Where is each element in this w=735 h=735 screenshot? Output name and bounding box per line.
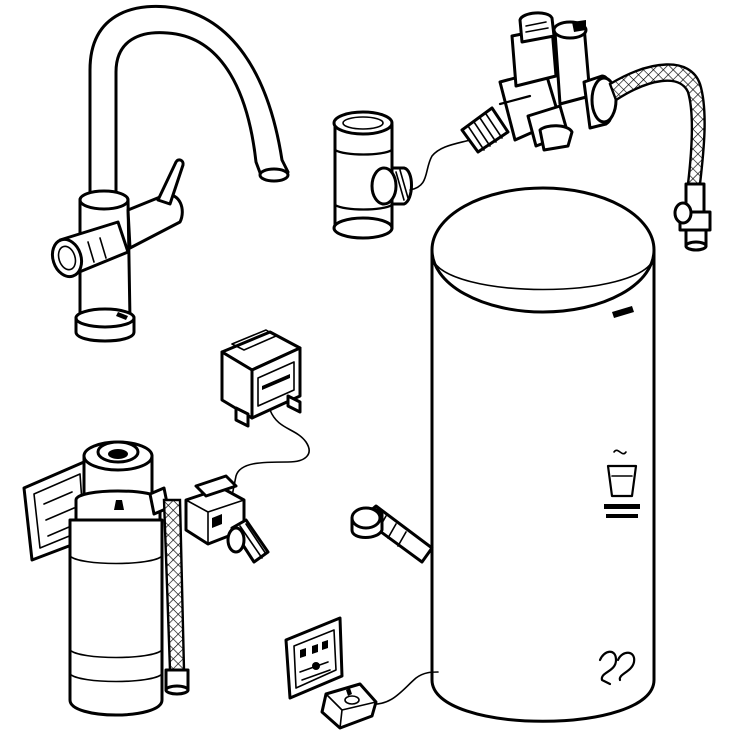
safety-valve-group [460,11,618,154]
control-box [220,329,310,497]
braided-hose-right [608,63,712,252]
kitchen-faucet [50,4,290,343]
tee-connector [332,110,471,240]
instruction-card [284,616,344,700]
braided-hose-left [148,486,190,696]
power-plug [320,671,439,730]
solenoid-valve [184,474,270,564]
hot-water-tank [430,186,656,723]
inlet-pipe [350,504,434,564]
water-filter [22,440,164,717]
